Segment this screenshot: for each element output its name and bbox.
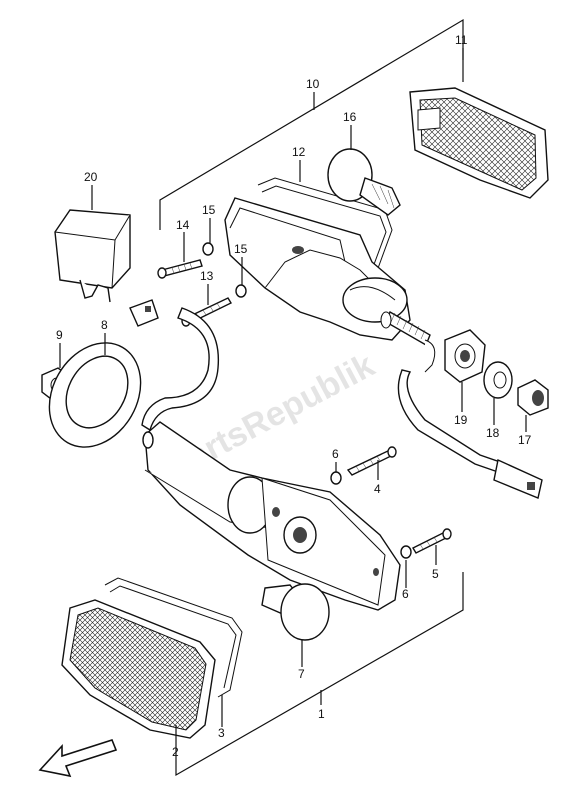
nut-17 [517,379,549,416]
callout-16: 16 [343,110,357,124]
screw-5 [412,528,452,554]
upper-group-bracket [159,18,464,230]
callout-10: 10 [306,77,320,91]
callout-12: 12 [292,145,306,159]
washer-15-upper [202,242,214,256]
washer-18 [483,361,513,399]
lower-wire [129,299,220,432]
upper-signal-housing [224,197,543,499]
callout-8: 8 [101,318,108,332]
callout-labels: 1 2 3 4 5 6 6 7 8 9 10 11 12 13 14 15 15… [56,33,532,759]
callout-15-upper: 15 [202,203,216,217]
upper-bulb [327,148,401,216]
washer-15-lower [235,284,247,298]
nut-19 [444,329,486,383]
lower-bulb [261,583,330,641]
callout-6-upper: 6 [332,447,339,461]
callout-13: 13 [200,269,214,283]
screw-4 [346,446,397,476]
screw-14 [157,259,203,279]
callout-19: 19 [454,413,468,427]
callout-3: 3 [218,726,225,740]
lower-lens [61,599,216,739]
callout-6-lower: 6 [402,587,409,601]
callout-18: 18 [486,426,500,440]
lower-group-bracket [175,572,464,777]
callout-4: 4 [374,482,381,496]
callout-14: 14 [176,218,190,232]
callout-1: 1 [318,707,325,721]
arrow-front-left-icon [38,739,118,778]
callout-9: 9 [56,328,63,342]
callout-7: 7 [298,667,305,681]
washer-6-upper [330,471,342,485]
callout-11: 11 [455,33,468,47]
callout-2: 2 [172,745,179,759]
callout-17: 17 [518,433,532,447]
callout-20: 20 [84,170,98,184]
callout-5: 5 [432,567,439,581]
relay-20 [54,209,131,303]
gasket-8 [48,342,142,448]
washer-6-lower [400,545,412,559]
leader-lines [59,48,527,745]
upper-lens [409,87,549,199]
lower-signal-housing [142,421,401,611]
callout-15-lower: 15 [234,242,248,256]
